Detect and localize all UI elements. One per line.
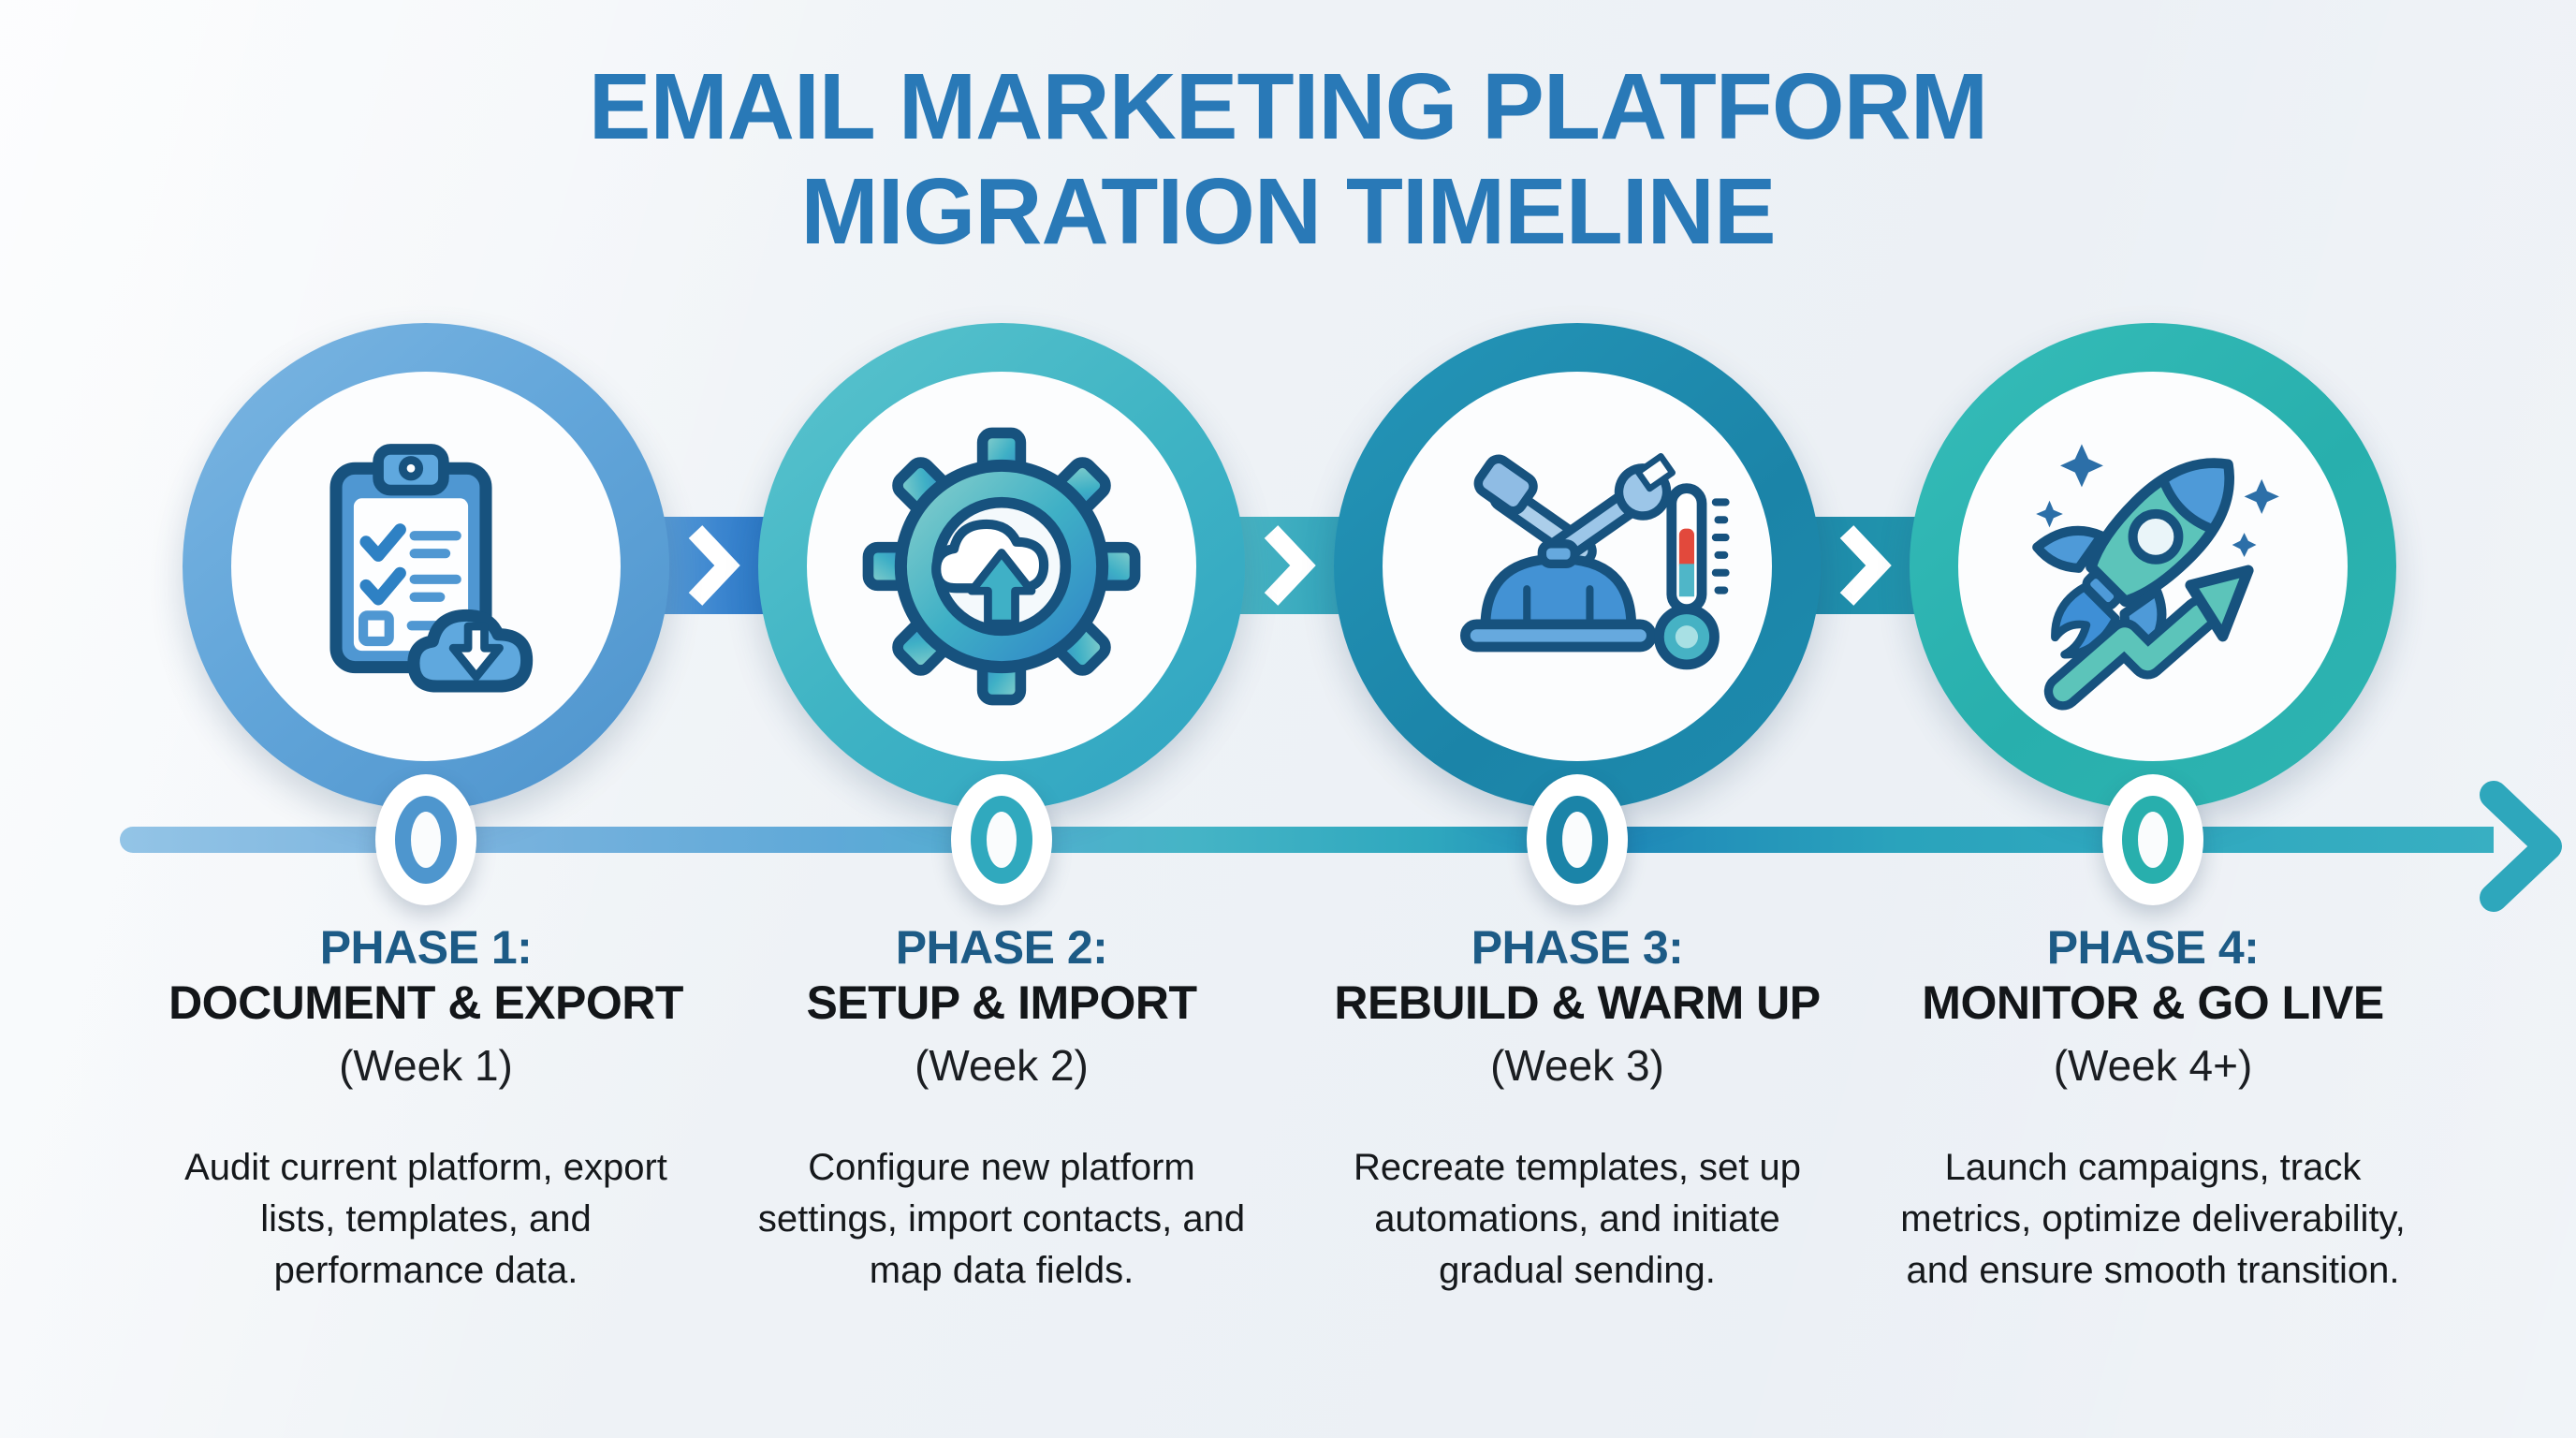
node-ring xyxy=(395,796,457,884)
phase3-label: PHASE 3: xyxy=(1471,921,1684,974)
sparkle-stars xyxy=(2036,444,2279,557)
phase4-description: Launch campaigns, track metrics, optimiz… xyxy=(1900,1146,2406,1291)
phase2-circle xyxy=(758,323,1245,810)
phase1-circle xyxy=(183,323,669,810)
chevron-right-icon xyxy=(1839,525,1892,606)
timeline-node-phase3 xyxy=(1527,774,1628,905)
phase4-circle xyxy=(1910,323,2396,810)
phase3-text-block: PHASE 3: REBUILD & WARM UP (Week 3) Recr… xyxy=(1287,922,1867,1297)
phase2-week: (Week 2) xyxy=(915,1041,1089,1090)
chevron-right-icon xyxy=(688,525,740,606)
chevron-right-icon xyxy=(1264,525,1316,606)
phase1-week: (Week 1) xyxy=(339,1041,513,1090)
phase2-label: PHASE 2: xyxy=(895,921,1108,974)
timeline-node-phase4 xyxy=(2102,774,2203,905)
phase1-description: Audit current platform, export lists, te… xyxy=(184,1146,667,1291)
phase1-heading: DOCUMENT & EXPORT xyxy=(168,976,683,1029)
node-ring xyxy=(971,796,1032,884)
phase1-text-block: PHASE 1: DOCUMENT & EXPORT (Week 1) Audi… xyxy=(136,922,716,1297)
timeline-node-phase2 xyxy=(951,774,1052,905)
rocket-growth-arrow-icon xyxy=(2032,444,2279,711)
phase1-circle-inner xyxy=(231,372,621,761)
clipboard-checklist-cloud-download-icon xyxy=(329,444,534,693)
phase2-description: Configure new platform settings, import … xyxy=(757,1146,1246,1291)
phase4-week: (Week 4+) xyxy=(2053,1041,2253,1090)
phase3-week: (Week 3) xyxy=(1490,1041,1664,1090)
phase4-label: PHASE 4: xyxy=(2046,921,2260,974)
phase2-circle-inner xyxy=(807,372,1196,761)
phase1-label: PHASE 1: xyxy=(319,921,533,974)
phase4-heading: MONITOR & GO LIVE xyxy=(1922,976,2384,1029)
page-title-line2: MIGRATION TIMELINE xyxy=(800,159,1776,264)
phase4-circle-inner xyxy=(1958,372,2348,761)
phase3-heading: REBUILD & WARM UP xyxy=(1334,976,1821,1029)
page-title-line1: EMAIL MARKETING PLATFORM xyxy=(588,54,1988,159)
phase2-heading: SETUP & IMPORT xyxy=(806,976,1197,1029)
node-ring xyxy=(2122,796,2184,884)
phase3-circle-inner xyxy=(1383,372,1772,761)
right-arrowhead-icon xyxy=(2480,781,2562,912)
phase2-text-block: PHASE 2: SETUP & IMPORT (Week 2) Configu… xyxy=(711,922,1292,1297)
phase4-text-block: PHASE 4: MONITOR & GO LIVE (Week 4+) Lau… xyxy=(1863,922,2443,1297)
phase3-circle xyxy=(1334,323,1821,810)
gear-cloud-upload-icon xyxy=(862,427,1141,706)
node-ring xyxy=(1546,796,1608,884)
timeline-node-phase1 xyxy=(375,774,476,905)
phase3-description: Recreate templates, set up automations, … xyxy=(1353,1146,1802,1291)
hammer-wrench-hardhat-thermometer-icon xyxy=(1460,452,1730,670)
timeline-bar xyxy=(120,827,2494,853)
